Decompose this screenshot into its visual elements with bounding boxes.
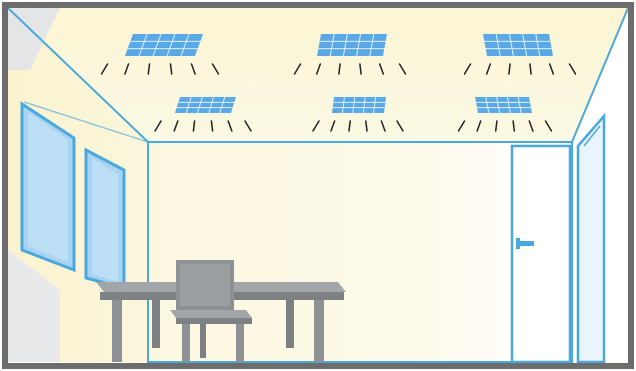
back-wall — [148, 142, 572, 362]
window-left-2 — [86, 150, 124, 288]
door — [512, 116, 604, 362]
